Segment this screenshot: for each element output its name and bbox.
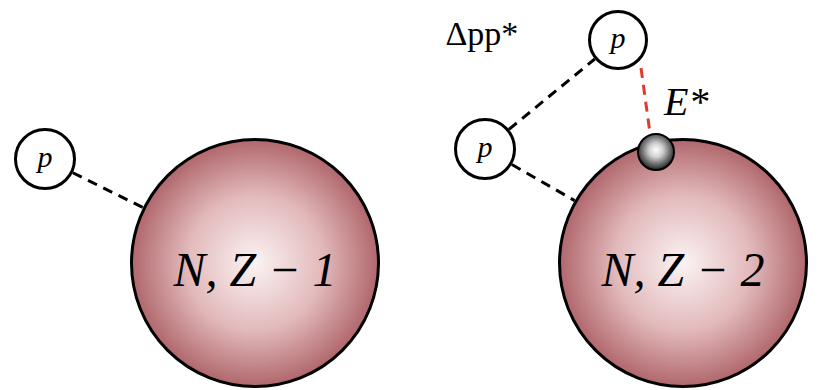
node-circle [16, 130, 75, 189]
particle-label: p [478, 132, 493, 162]
nucleus-sphere: N, Z − 2 [558, 138, 808, 388]
node-circle [590, 12, 647, 69]
dashed-connector [509, 59, 595, 129]
dashed-connector [512, 164, 575, 200]
nucleus-label: N, Z − 1 [173, 246, 336, 294]
dashed-connector [73, 173, 143, 208]
energy-label: E* [664, 82, 708, 122]
excited-particle [638, 134, 674, 170]
excitation-line [641, 68, 650, 133]
nucleus-label: N, Z − 2 [601, 246, 764, 294]
particle-label: p [38, 142, 53, 172]
proton-circle: p [454, 118, 516, 180]
node-circle [132, 140, 379, 387]
edge-label: Δpp* [445, 17, 518, 51]
nucleus-sphere: N, Z − 1 [130, 138, 380, 388]
node-circle [560, 140, 807, 387]
particle-label: p [611, 23, 626, 53]
proton-circle: p [14, 128, 76, 190]
proton-circle: p [588, 10, 648, 70]
node-circle [456, 120, 515, 179]
